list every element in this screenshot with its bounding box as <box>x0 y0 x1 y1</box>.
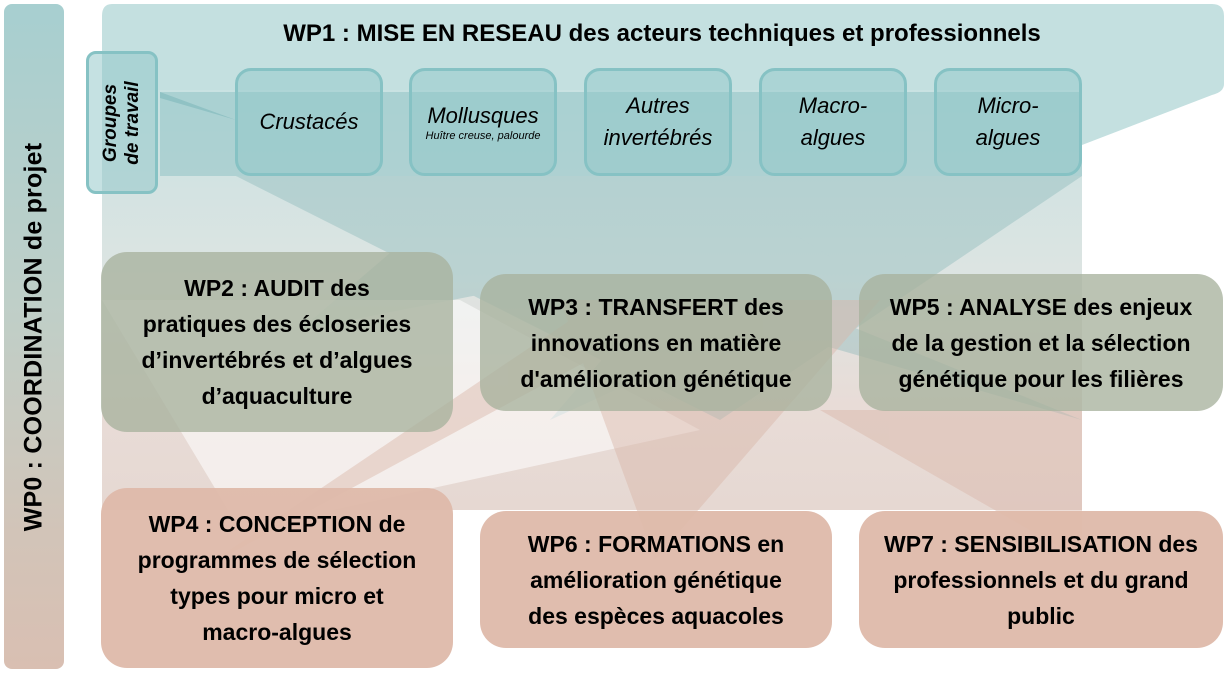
species-label-line1: Autres <box>626 93 690 118</box>
wp5-analyse-box: WP5 : ANALYSE des enjeux de la gestion e… <box>859 274 1223 411</box>
wp5-line2: de la gestion et la sélection <box>891 329 1191 356</box>
wp7-text: WP7 : SENSIBILISATION des professionnels… <box>884 526 1198 634</box>
wp2-line2: pratiques des écloseries <box>142 311 412 337</box>
wp2-line3: d’invertébrés et d’algues <box>141 347 413 373</box>
wp6-line3: des espèces aquacoles <box>528 602 784 629</box>
wp4-conception-box: WP4 : CONCEPTION de programmes de sélect… <box>101 488 453 668</box>
wp3-line3: d'amélioration génétique <box>520 365 792 392</box>
species-label-line1: Micro- <box>977 93 1039 118</box>
wp6-text: WP6 : FORMATIONS en amélioration génétiq… <box>528 526 784 634</box>
wp1-panel <box>102 4 1224 145</box>
wp5-line1: WP5 : ANALYSE des enjeux <box>889 293 1193 320</box>
wp2-line4: d’aquaculture <box>201 383 353 409</box>
species-box-mollusques: Mollusques Huître creuse, palourde <box>409 68 557 176</box>
wp7-line2: professionnels et du grand <box>893 566 1189 593</box>
species-label: Mollusques <box>427 102 539 128</box>
wp0-label: WP0 : COORDINATION de projet <box>19 142 48 531</box>
wp4-line2: programmes de sélection <box>137 547 417 573</box>
wp4-line4: macro-algues <box>202 619 352 645</box>
species-label: Crustacés <box>259 109 359 134</box>
working-groups-box: Groupes de travail <box>86 51 158 194</box>
wp7-sensibilisation-box: WP7 : SENSIBILISATION des professionnels… <box>859 511 1223 648</box>
wp5-line3: génétique pour les filières <box>898 365 1184 392</box>
working-groups-label: Groupes de travail <box>100 81 144 164</box>
wp6-formations-box: WP6 : FORMATIONS en amélioration génétiq… <box>480 511 832 648</box>
species-sublabel: Huître creuse, palourde <box>425 129 541 142</box>
wp2-line1: WP2 : AUDIT des <box>184 275 370 301</box>
wp5-text: WP5 : ANALYSE des enjeux de la gestion e… <box>890 289 1193 397</box>
working-groups-line1: Groupes <box>100 83 121 162</box>
wp7-line3: public <box>1007 602 1075 629</box>
wp3-line1: WP3 : TRANSFERT des <box>528 293 784 320</box>
wp4-line3: types pour micro et <box>170 583 384 609</box>
wp3-line2: innovations en matière <box>530 329 782 356</box>
working-groups-line2: de travail <box>122 80 143 165</box>
wp0-coordination-bar: WP0 : COORDINATION de projet <box>4 4 64 669</box>
wp3-text: WP3 : TRANSFERT des innovations en matiè… <box>520 289 791 397</box>
wp2-text: WP2 : AUDIT des pratiques des écloseries… <box>142 270 413 414</box>
wp7-line1: WP7 : SENSIBILISATION des <box>884 530 1198 557</box>
species-box-autres-invertebres: Autres invertébrés <box>584 68 732 176</box>
wp4-text: WP4 : CONCEPTION de programmes de sélect… <box>138 506 417 650</box>
wp4-line1: WP4 : CONCEPTION de <box>148 511 406 537</box>
species-box-micro-algues: Micro- algues <box>934 68 1082 176</box>
species-box-crustaces: Crustacés <box>235 68 383 176</box>
species-label-line2: algues <box>800 125 866 150</box>
wp2-audit-box: WP2 : AUDIT des pratiques des écloseries… <box>101 252 453 432</box>
wp3-transfert-box: WP3 : TRANSFERT des innovations en matiè… <box>480 274 832 411</box>
species-box-macro-algues: Macro- algues <box>759 68 907 176</box>
wp1-title: WP1 : MISE EN RESEAU des acteurs techniq… <box>283 20 1041 47</box>
wp6-line1: WP6 : FORMATIONS en <box>527 530 785 557</box>
wp6-line2: amélioration génétique <box>530 566 782 593</box>
species-label-line2: invertébrés <box>603 125 713 150</box>
species-label-line2: algues <box>975 125 1041 150</box>
species-label-line1: Macro- <box>798 93 868 118</box>
